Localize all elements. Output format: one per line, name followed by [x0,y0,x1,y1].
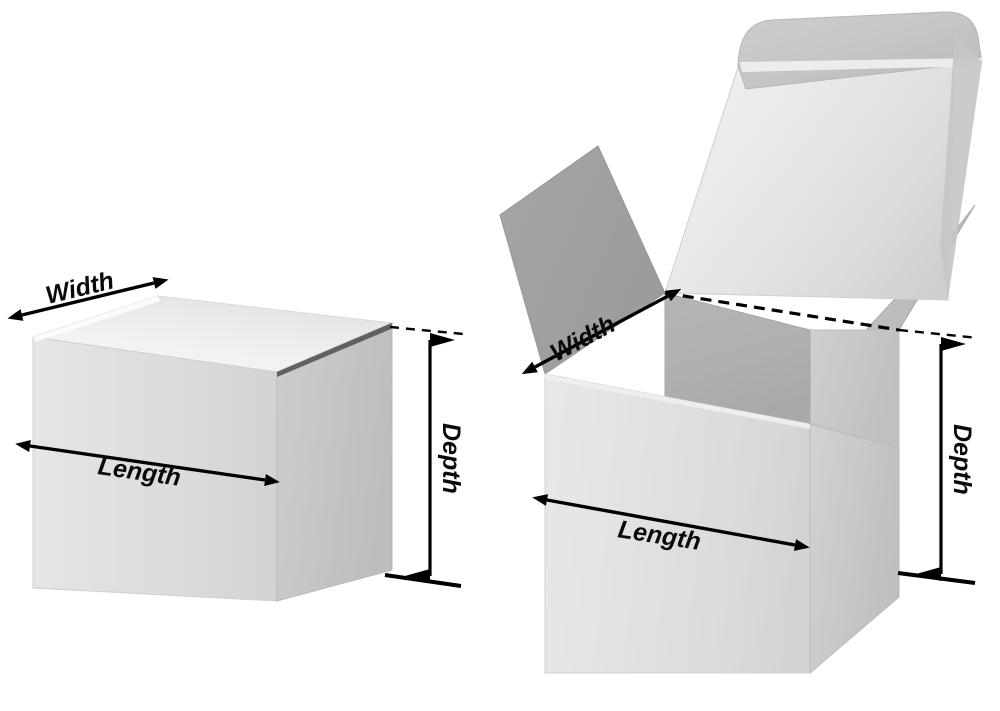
open-box-side-face [809,423,900,675]
open-box-front-rim [545,374,810,429]
closed-box-depth-dimension: Depth [384,325,465,588]
depth-label: Depth [948,424,976,495]
length-arrow-line [532,494,810,551]
depth-bottom-extension-line [897,571,976,585]
depth-bottom-extension-line [384,573,462,588]
closed-box-figure: Width Length Depth [7,266,465,602]
depth-top-extension-line [389,325,464,336]
depth-label: Depth [437,423,465,494]
closed-box-lid-seam [277,323,392,377]
open-box-opening-dash-line [664,291,900,332]
open-box-depth-dimension: Depth [897,337,976,585]
open-box-lid-right-edge [940,32,982,300]
open-box-lid-crease [740,58,982,72]
length-arrow-line [15,440,280,486]
width-label: Width [43,266,117,309]
open-box-opening-dash-line-right [898,328,979,340]
open-box-figure: Width Length Depth [499,11,983,675]
width-arrow-line [521,288,682,375]
width-arrow-line [7,277,169,321]
